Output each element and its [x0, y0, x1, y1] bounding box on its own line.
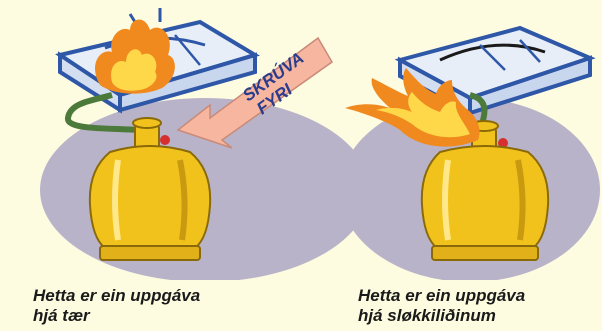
right-scene [340, 28, 600, 280]
caption-left: Hetta er ein uppgáva hjá tær [33, 286, 200, 326]
caption-right: Hetta er ein uppgáva hjá sløkkiliðinum [358, 286, 525, 326]
left-scene: SKRÚVA FYRI [40, 8, 370, 280]
gas-safety-illustration: SKRÚVA FYRI [0, 0, 602, 280]
caption-right-line1: Hetta er ein uppgáva [358, 286, 525, 306]
flame-icon [95, 19, 175, 93]
valve-knob [160, 135, 170, 145]
caption-left-line1: Hetta er ein uppgáva [33, 286, 200, 306]
caption-right-line2: hjá sløkkiliðinum [358, 306, 525, 326]
caption-left-line2: hjá tær [33, 306, 200, 326]
